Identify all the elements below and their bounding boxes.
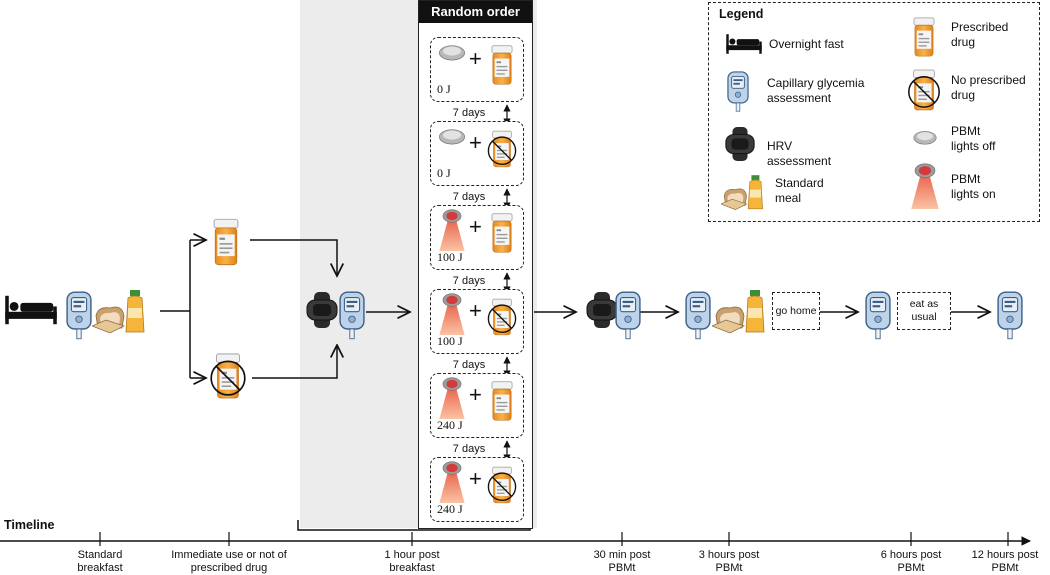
pbmt-off-icon xyxy=(913,129,937,145)
session-dose: 100 J xyxy=(437,334,463,348)
timeline-label: 3 hours post PBMt xyxy=(698,549,760,574)
legend-pbmt-off: PBMt lights off xyxy=(951,124,996,153)
legend-prescribed: Prescribed drug xyxy=(951,20,1009,49)
prescribed-drug-icon xyxy=(491,212,513,254)
session-dose: 240 J xyxy=(437,418,463,432)
timeline-label: 6 hours post PBMt xyxy=(880,549,942,574)
legend-meal: Standard meal xyxy=(775,176,824,205)
no-prescribed-drug-icon xyxy=(485,464,519,506)
pbmt-off-icon xyxy=(435,127,469,145)
session-5: +240 J xyxy=(430,373,524,438)
glucose-meter-icon xyxy=(727,71,749,113)
standard-meal-icon xyxy=(721,173,769,211)
interval-label: 7 days xyxy=(452,191,486,203)
plus-icon: + xyxy=(469,298,482,323)
go-home-box: go home xyxy=(772,292,820,330)
glucose-meter-icon xyxy=(339,291,365,341)
plus-icon: + xyxy=(469,46,482,71)
plus-icon: + xyxy=(469,130,482,155)
eat-as-usual-box: eat as usual xyxy=(897,292,951,330)
legend-title: Legend xyxy=(719,7,764,21)
no-prescribed-drug-icon xyxy=(905,69,943,111)
legend-no-prescribed: No prescribed drug xyxy=(951,73,1026,102)
timeline-title: Timeline xyxy=(4,518,55,532)
session-dose: 0 J xyxy=(437,166,451,180)
plus-icon: + xyxy=(469,466,482,491)
session-3: +100 J xyxy=(430,205,524,270)
prescribed-drug-icon xyxy=(491,380,513,422)
no-prescribed-drug-icon xyxy=(207,350,249,402)
legend: Legend Overnight fast Capillary glycemia… xyxy=(708,2,1040,222)
timeline-label: 1 hour post breakfast xyxy=(384,549,440,574)
glucose-meter-icon xyxy=(66,291,92,341)
pbmt-on-icon xyxy=(435,377,469,419)
glucose-meter-icon xyxy=(615,291,641,341)
legend-hrv: HRV assessment xyxy=(767,139,832,168)
timeline-label: Immediate use or not of prescribed drug xyxy=(171,549,287,574)
session-6: +240 J xyxy=(430,457,524,522)
interval-label: 7 days xyxy=(452,359,486,371)
session-1: +0 J xyxy=(430,37,524,102)
glucose-meter-icon xyxy=(997,291,1023,341)
bed-icon xyxy=(2,294,60,326)
legend-pbmt-on: PBMt lights on xyxy=(951,172,996,201)
prescribed-drug-icon xyxy=(491,44,513,86)
pbmt-off-icon xyxy=(435,43,469,61)
glucose-meter-icon xyxy=(865,291,891,341)
no-prescribed-drug-icon xyxy=(485,296,519,338)
hrv-watch-icon xyxy=(304,292,340,328)
prescribed-drug-icon xyxy=(213,218,239,266)
standard-meal-icon xyxy=(712,287,772,335)
glucose-meter-icon xyxy=(685,291,711,341)
standard-meal-icon xyxy=(92,287,152,335)
legend-glycemia: Capillary glycemia assessment xyxy=(767,76,865,105)
no-prescribed-drug-icon xyxy=(485,128,519,170)
legend-overnight-fast: Overnight fast xyxy=(769,37,844,51)
hrv-watch-icon xyxy=(723,127,757,161)
timeline-label: 12 hours post PBMt xyxy=(971,549,1039,574)
interval-label: 7 days xyxy=(452,275,486,287)
plus-icon: + xyxy=(469,214,482,239)
session-dose: 240 J xyxy=(437,502,463,516)
timeline-label: 30 min post PBMt xyxy=(593,549,651,574)
pbmt-on-icon xyxy=(435,209,469,251)
bed-icon xyxy=(723,33,765,55)
timeline-label: Standard breakfast xyxy=(77,549,123,574)
session-dose: 100 J xyxy=(437,250,463,264)
random-order-title: Random order xyxy=(419,1,532,23)
prescribed-drug-icon xyxy=(913,17,935,57)
interval-label: 7 days xyxy=(452,107,486,119)
pbmt-on-icon xyxy=(909,163,941,209)
interval-label: 7 days xyxy=(452,443,486,455)
session-4: +100 J xyxy=(430,289,524,354)
session-dose: 0 J xyxy=(437,82,451,96)
pbmt-on-icon xyxy=(435,461,469,503)
session-2: +0 J xyxy=(430,121,524,186)
plus-icon: + xyxy=(469,382,482,407)
pbmt-on-icon xyxy=(435,293,469,335)
